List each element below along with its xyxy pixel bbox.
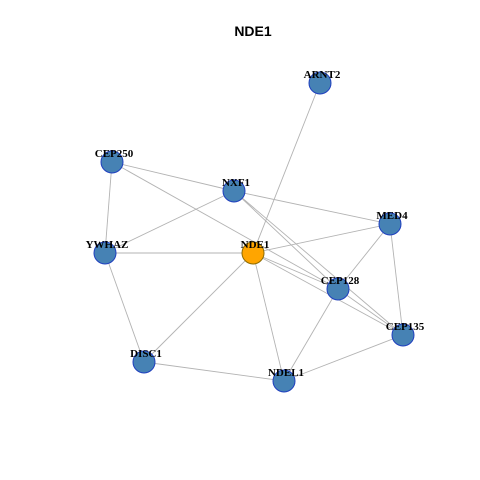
node-label-med4: MED4: [376, 210, 408, 222]
node-nde1: [241, 241, 265, 265]
graph-title: NDE1: [234, 23, 272, 39]
edge-ywhaz-disc1: [104, 252, 145, 363]
node-label-nde1: NDE1: [241, 239, 270, 251]
node-label-arnt2: ARNT2: [304, 69, 341, 81]
node-label-ndel1: NDEL1: [268, 367, 304, 379]
node-label-ywhaz: YWHAZ: [86, 239, 129, 251]
node-label-cep135: CEP135: [386, 321, 425, 333]
edge-cep135-ndel1: [283, 334, 404, 382]
node-nxf1: [222, 179, 246, 203]
node-label-nxf1: NXF1: [222, 177, 250, 189]
edge-med4-cep128: [337, 223, 391, 290]
edge-nxf1-ywhaz: [104, 190, 235, 254]
edge-cep250-cep128: [111, 161, 339, 290]
edge-arnt2-nde1: [252, 82, 321, 254]
edge-nxf1-med4: [233, 190, 391, 225]
edge-nxf1-cep128: [233, 190, 339, 290]
node-label-cep250: CEP250: [95, 148, 134, 160]
edge-layer: [104, 82, 404, 382]
node-ywhaz: [93, 241, 117, 265]
node-arnt2: [308, 71, 332, 95]
edge-cep250-nxf1: [111, 161, 235, 192]
edge-disc1-ndel1: [143, 361, 285, 382]
edge-nde1-disc1: [143, 252, 254, 363]
node-cep135: [391, 323, 415, 347]
edge-med4-cep135: [389, 223, 404, 336]
node-label-cep128: CEP128: [321, 275, 360, 287]
edge-nde1-med4: [252, 223, 391, 254]
edge-cep128-ndel1: [283, 288, 339, 382]
edge-nxf1-cep135: [233, 190, 404, 336]
edge-cep128-cep135: [337, 288, 404, 336]
edge-nde1-cep128: [252, 252, 339, 290]
node-cep250: [100, 150, 124, 174]
node-ndel1: [272, 369, 296, 393]
node-label-disc1: DISC1: [130, 348, 162, 360]
node-cep128: [326, 277, 350, 301]
node-disc1: [132, 350, 156, 374]
node-med4: [378, 212, 402, 236]
edge-cep250-ywhaz: [104, 161, 113, 254]
node-layer: [93, 71, 415, 393]
edge-nde1-ndel1: [252, 252, 285, 382]
